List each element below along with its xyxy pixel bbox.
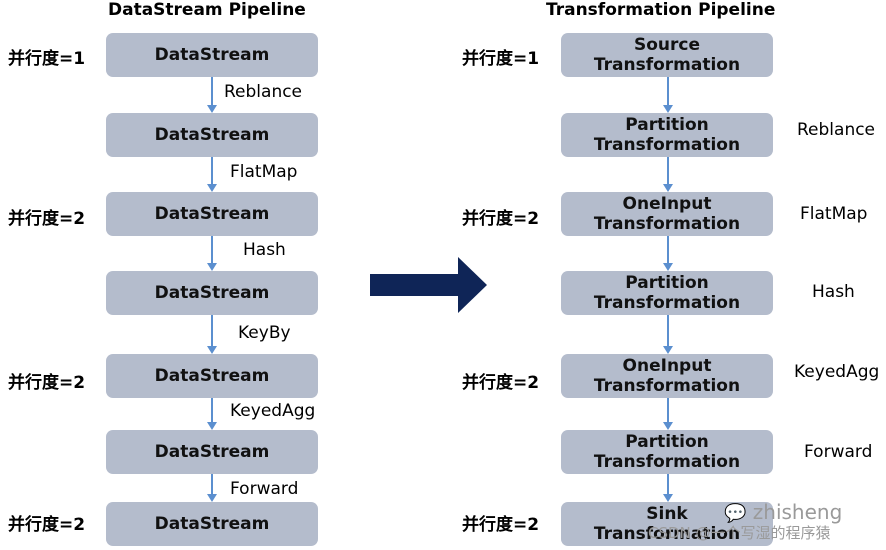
right-connector-1 <box>667 77 669 105</box>
transition-arrow-icon <box>370 257 487 313</box>
left-datastream-box-4: DataStream <box>106 271 318 315</box>
right-connector-4-arrowhead <box>663 346 673 354</box>
watermark-brand: 💬 zhisheng <box>724 500 843 524</box>
right-connector-3-arrowhead <box>663 263 673 271</box>
left-edge-label-keyby: KeyBy <box>238 323 291 343</box>
right-connector-5-arrowhead <box>663 422 673 430</box>
right-pipeline-title: Transformation Pipeline <box>546 0 776 20</box>
left-edge-label-keyedagg: KeyedAgg <box>230 401 316 421</box>
left-connector-4 <box>211 315 213 346</box>
left-datastream-box-3: DataStream <box>106 192 318 236</box>
left-connector-2 <box>211 157 213 184</box>
left-connector-6-arrowhead <box>207 494 217 502</box>
left-datastream-box-6: DataStream <box>106 430 318 474</box>
watermark-credit: CSDN @一个写湿的程序猿 <box>648 524 831 542</box>
left-connector-2-arrowhead <box>207 184 217 192</box>
right-connector-6 <box>667 474 669 494</box>
left-connector-3 <box>211 236 213 263</box>
left-connector-1 <box>211 77 213 105</box>
left-parallelism-1: 并行度=1 <box>8 49 86 69</box>
left-datastream-box-5: DataStream <box>106 354 318 398</box>
left-edge-label-hash: Hash <box>243 240 286 260</box>
right-edge-label-hash: Hash <box>812 282 855 302</box>
left-parallelism-4: 并行度=2 <box>8 515 86 535</box>
left-datastream-box-2: DataStream <box>106 113 318 157</box>
left-datastream-box-7: DataStream <box>106 502 318 546</box>
left-edge-label-reblance: Reblance <box>224 82 303 102</box>
left-parallelism-2: 并行度=2 <box>8 209 86 229</box>
right-connector-2-arrowhead <box>663 184 673 192</box>
right-parallelism-1: 并行度=1 <box>462 49 540 69</box>
left-edge-label-flatmap: FlatMap <box>230 162 298 182</box>
left-edge-label-forward: Forward <box>230 479 299 499</box>
left-connector-3-arrowhead <box>207 263 217 271</box>
left-datastream-box-1: DataStream <box>106 33 318 77</box>
left-pipeline-title: DataStream Pipeline <box>108 0 306 20</box>
right-connector-1-arrowhead <box>663 105 673 113</box>
left-parallelism-3: 并行度=2 <box>8 373 86 393</box>
right-parallelism-3: 并行度=2 <box>462 373 540 393</box>
left-connector-5-arrowhead <box>207 422 217 430</box>
left-connector-5 <box>211 398 213 422</box>
wechat-icon: 💬 <box>724 503 747 524</box>
left-connector-4-arrowhead <box>207 346 217 354</box>
right-connector-3 <box>667 236 669 263</box>
right-edge-label-flatmap: FlatMap <box>800 204 868 224</box>
right-edge-label-reblance: Reblance <box>797 120 876 140</box>
right-parallelism-4: 并行度=2 <box>462 515 540 535</box>
right-parallelism-2: 并行度=2 <box>462 209 540 229</box>
right-connector-5 <box>667 398 669 422</box>
left-connector-1-arrowhead <box>207 105 217 113</box>
right-edge-label-keyedagg: KeyedAgg <box>794 362 880 382</box>
right-edge-label-forward: Forward <box>804 442 873 462</box>
right-connector-2 <box>667 157 669 184</box>
right-connector-4 <box>667 315 669 346</box>
right-connector-6-arrowhead <box>663 494 673 502</box>
left-connector-6 <box>211 474 213 494</box>
